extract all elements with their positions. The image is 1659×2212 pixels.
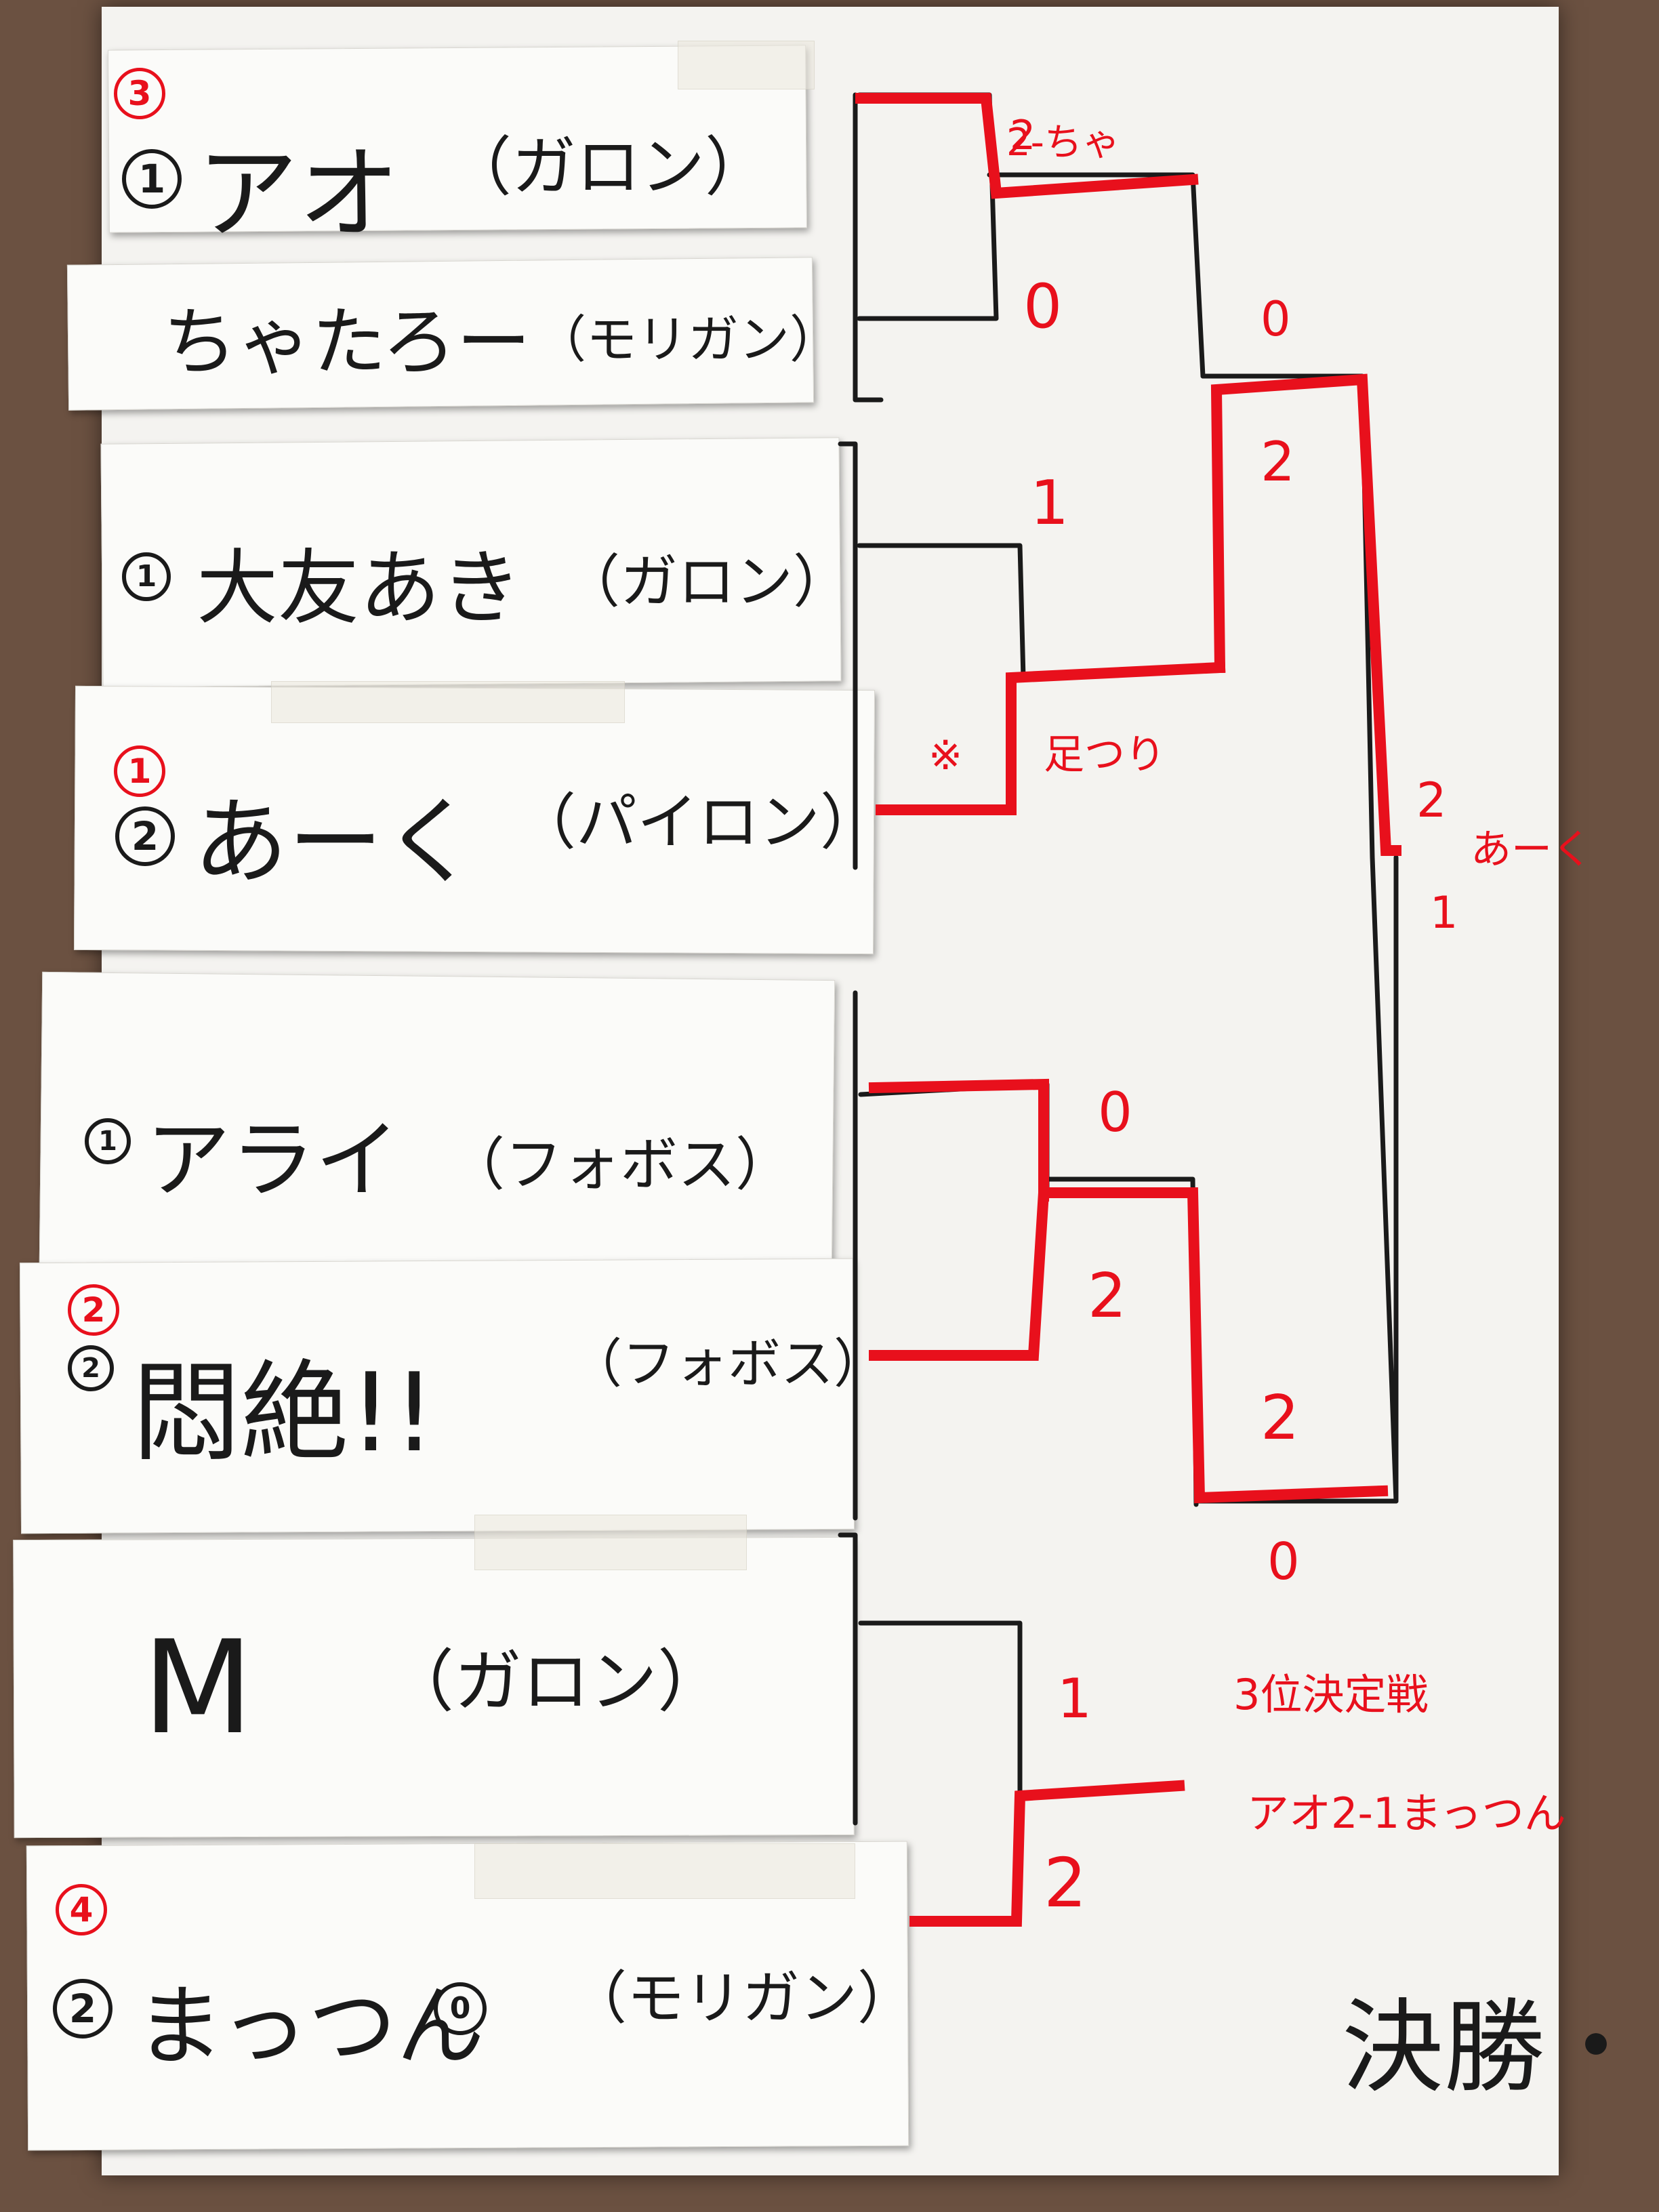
seed-mark-8: 2 — [53, 1979, 112, 2039]
rank-mark-4: 1 — [114, 745, 165, 797]
player-name-5: アライ — [146, 1111, 400, 1210]
extra-mark-8: 0 — [434, 1982, 487, 2035]
note-r1-m2: 足つり — [1044, 731, 1166, 779]
team-name-7: （ガロン） — [386, 1642, 725, 1721]
team-name-1: （ガロン） — [447, 130, 770, 205]
player-name-6: 悶絶!! — [132, 1349, 436, 1476]
team-name-8: （モリガン） — [569, 1965, 916, 2032]
player-name-8: まっつん — [136, 1975, 485, 2078]
score-sf1-top: 0 — [1261, 291, 1291, 347]
tape-piece — [271, 681, 625, 723]
rank-mark-8: 4 — [56, 1884, 107, 1936]
score-r1-m4-top: 1 — [1057, 1667, 1092, 1730]
tape-piece — [678, 41, 815, 89]
score-r1-m1-top: 2 — [1010, 112, 1036, 159]
score-sf1-bottom: 2 — [1261, 430, 1295, 493]
seed-mark-6: 2 — [68, 1345, 114, 1391]
final-label: 決勝・ — [1342, 1989, 1647, 2107]
team-name-6: （フォボス） — [569, 1334, 887, 1395]
score-r1-m3-bottom: 2 — [1088, 1261, 1127, 1332]
seed-mark-1: 1 — [122, 149, 182, 209]
player-name-3: 大友あき — [197, 541, 522, 636]
champion-note: あーく — [1471, 826, 1593, 874]
team-name-3: （ガロン） — [562, 549, 851, 616]
player-name-2: ちゃたろー — [163, 299, 531, 386]
player-name-7: M — [142, 1613, 253, 1763]
tape-piece — [474, 1843, 855, 1899]
third-place-result: アオ2-1まっつん — [1247, 1788, 1566, 1838]
player-name-1: アオ — [197, 136, 401, 253]
player-name-4: あーく — [193, 787, 478, 898]
score-r1-m2-bottom: ※ — [928, 732, 963, 779]
score-r1-m1-bottom: 0 — [1023, 271, 1063, 342]
score-sf2-top: 2 — [1261, 1382, 1300, 1454]
seed-mark-3: 1 — [122, 552, 171, 601]
seed-mark-4: 2 — [115, 806, 175, 866]
score-r1-m4-bottom: 2 — [1044, 1843, 1087, 1923]
third-place-label: 3位決定戦 — [1233, 1670, 1429, 1719]
team-name-2: （モリガン） — [535, 310, 841, 369]
score-final-bottom: 1 — [1430, 888, 1458, 939]
team-name-5: （フォボス） — [447, 1132, 794, 1199]
seed-mark-5: 1 — [85, 1118, 131, 1164]
score-r1-m2-top: 1 — [1030, 468, 1069, 539]
score-r1-m3-top: 0 — [1098, 1081, 1132, 1144]
score-sf2-bottom: 0 — [1267, 1532, 1300, 1591]
note-r1-m1: 2-ちゃ — [1006, 121, 1120, 165]
rank-mark-6: 2 — [68, 1284, 119, 1336]
team-name-4: （パイロン） — [515, 787, 881, 858]
rank-mark-1: 3 — [114, 68, 165, 119]
score-final-top: 2 — [1416, 773, 1447, 828]
tape-piece — [474, 1515, 747, 1570]
